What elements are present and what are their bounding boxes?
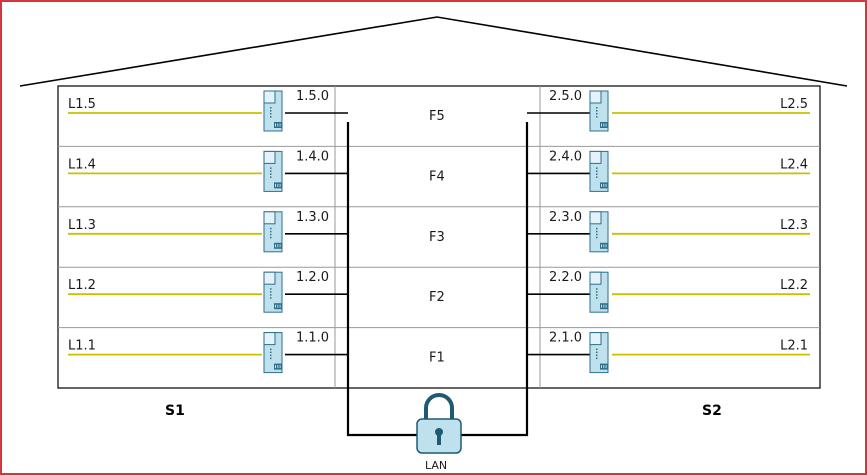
floor-row: L1.2 1.2.0F2 2.2.0L2.2 [68, 270, 810, 313]
line-label-right: L2.2 [780, 278, 808, 293]
device-address-right: 2.5.0 [549, 89, 582, 104]
floor-row: L1.3 1.3.0F3 2.3.0L2.3 [68, 210, 810, 253]
section-label-s2: S2 [702, 403, 722, 419]
line-coupler-icon [589, 271, 609, 313]
device-address-left: 1.3.0 [296, 210, 329, 225]
device-address-right: 2.2.0 [549, 270, 582, 285]
line-coupler-icon [589, 332, 609, 374]
line-coupler-icon [263, 90, 283, 132]
line-label-left: L1.4 [68, 157, 96, 172]
floor-label: F2 [429, 290, 445, 305]
floor-row: L1.4 1.4.0F4 2.4.0L2.4 [68, 149, 810, 192]
floor-row: L1.1 1.1.0F1 2.1.0L2.1 [68, 331, 810, 374]
floor-separators [58, 145, 820, 329]
line-label-right: L2.5 [780, 97, 808, 112]
line-coupler-icon [589, 150, 609, 192]
line-coupler-icon [263, 271, 283, 313]
lan-cable-left [346, 122, 420, 437]
line-label-left: L1.5 [68, 97, 96, 112]
line-coupler-icon [589, 211, 609, 253]
floor-label: F1 [429, 351, 445, 366]
device-address-left: 1.4.0 [296, 149, 329, 164]
line-label-left: L1.2 [68, 278, 96, 293]
floor-label: F3 [429, 230, 445, 245]
device-address-right: 2.4.0 [549, 149, 582, 164]
line-coupler-icon [589, 90, 609, 132]
device-address-left: 1.1.0 [296, 331, 329, 346]
line-coupler-icon [263, 332, 283, 374]
floor-label: F5 [429, 109, 445, 124]
line-coupler-icon [263, 150, 283, 192]
lan-cable-right [458, 122, 529, 437]
line-label-left: L1.1 [68, 339, 96, 354]
floors-group: L1.5 1.5.0F5 2.5.0L2.5L1.4 1.4.0F4 2.4.0L2.4… [68, 89, 810, 374]
line-label-left: L1.3 [68, 218, 96, 233]
roof-outline [19, 16, 848, 87]
building-outline [57, 85, 821, 389]
device-address-right: 2.1.0 [549, 331, 582, 346]
line-label-right: L2.3 [780, 218, 808, 233]
padlock-icon [416, 393, 462, 454]
line-coupler-icon [263, 211, 283, 253]
lan-label: LAN [425, 459, 447, 472]
floor-row: L1.5 1.5.0F5 2.5.0L2.5 [68, 89, 810, 132]
line-label-right: L2.1 [780, 339, 808, 354]
floor-label: F4 [429, 169, 445, 184]
device-address-left: 1.5.0 [296, 89, 329, 104]
line-label-right: L2.4 [780, 157, 808, 172]
device-address-left: 1.2.0 [296, 270, 329, 285]
device-address-right: 2.3.0 [549, 210, 582, 225]
section-label-s1: S1 [165, 403, 185, 419]
